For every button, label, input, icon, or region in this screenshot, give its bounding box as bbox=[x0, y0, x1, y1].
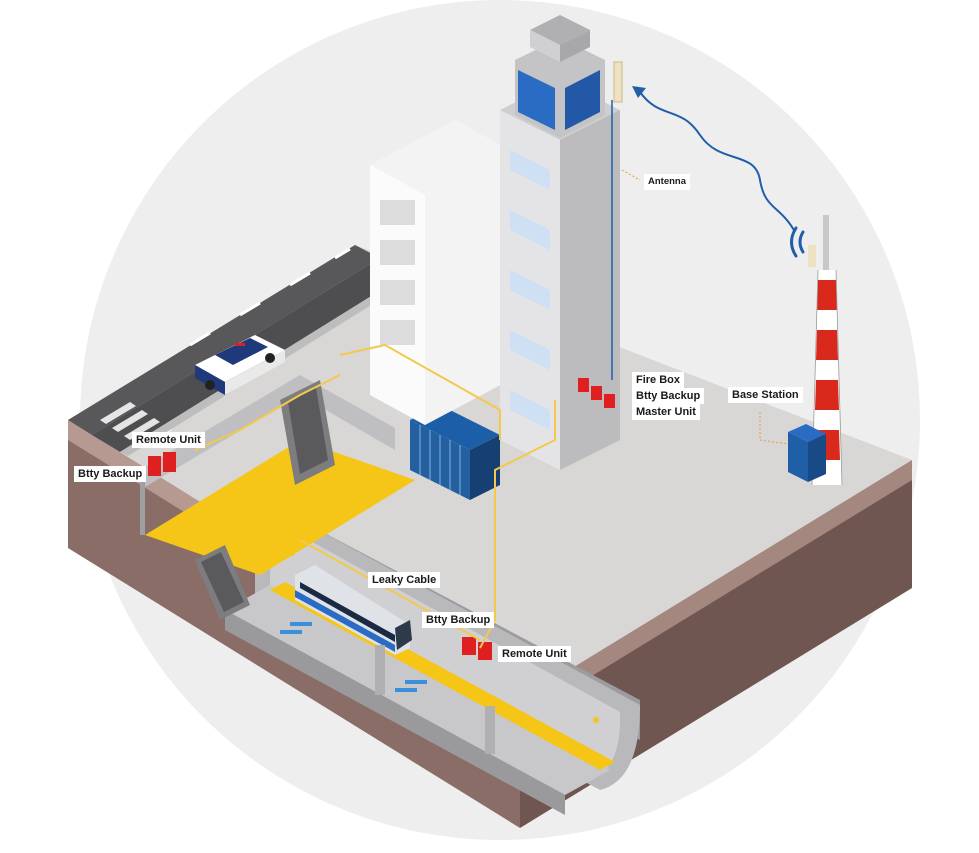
fire-box bbox=[578, 378, 589, 392]
lane-markings bbox=[189, 247, 351, 347]
label-btty-backup-station: Btty Backup bbox=[74, 466, 147, 482]
signal-path bbox=[639, 91, 796, 233]
label-master-unit: Master Unit bbox=[632, 404, 700, 420]
police-car-icon bbox=[195, 335, 285, 395]
escalator-icon bbox=[195, 380, 335, 620]
btty-backup-box bbox=[591, 386, 602, 400]
label-btty-backup-building: Btty Backup bbox=[632, 388, 705, 404]
road bbox=[68, 245, 380, 435]
soil-right-stripe bbox=[520, 460, 912, 720]
label-antenna: Antenna bbox=[644, 174, 690, 190]
label-remote-unit-station: Remote Unit bbox=[132, 432, 205, 448]
station-back-wall bbox=[140, 375, 395, 490]
label-fire-box: Fire Box bbox=[632, 372, 685, 388]
yellow-cables bbox=[194, 343, 556, 649]
station-btty-backup-box bbox=[148, 456, 161, 476]
label-leaky-cable: Leaky Cable bbox=[368, 572, 441, 588]
base-station-cabinet bbox=[788, 424, 826, 482]
station-floor bbox=[145, 440, 415, 575]
tunnel-remote-unit-box bbox=[478, 642, 492, 660]
signal-arrowhead bbox=[632, 86, 646, 98]
tunnel-btty-backup-box bbox=[462, 637, 476, 655]
pillar-2 bbox=[485, 706, 495, 754]
background-building bbox=[370, 120, 510, 425]
master-unit-box bbox=[604, 394, 615, 408]
label-base-station: Base Station bbox=[728, 387, 803, 403]
antenna-icon bbox=[613, 61, 623, 103]
station-left-wall bbox=[140, 470, 145, 535]
benches bbox=[280, 622, 427, 692]
platform-front bbox=[225, 610, 565, 815]
main-building bbox=[500, 15, 620, 470]
label-btty-backup-tunnel: Btty Backup bbox=[422, 612, 495, 628]
station-remote-unit-box bbox=[163, 452, 176, 472]
leader-lines bbox=[621, 169, 796, 446]
train-icon bbox=[295, 565, 412, 655]
pillar-1 bbox=[375, 645, 385, 695]
platform-floor bbox=[225, 585, 610, 795]
label-remote-unit-tunnel: Remote Unit bbox=[498, 646, 571, 662]
